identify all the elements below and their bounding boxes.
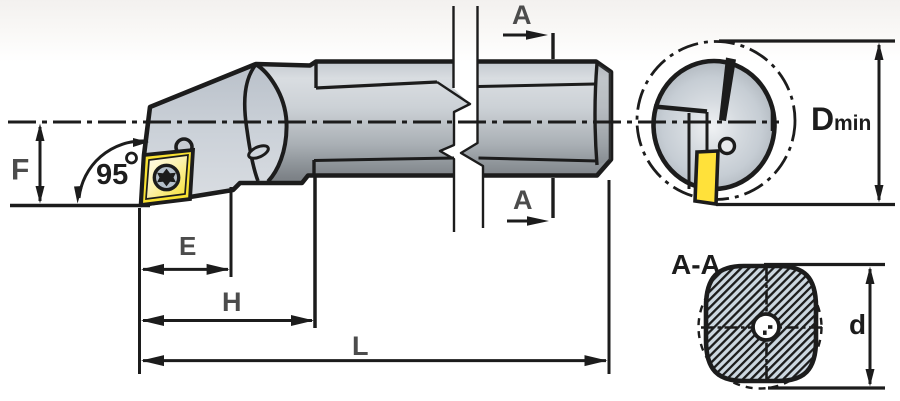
svg-text:A: A xyxy=(512,0,532,30)
svg-text:A: A xyxy=(513,185,533,215)
svg-text:E: E xyxy=(179,231,196,261)
svg-text:A-A: A-A xyxy=(671,249,721,280)
svg-text:95: 95 xyxy=(96,159,128,191)
svg-text:D: D xyxy=(811,101,834,137)
svg-text:H: H xyxy=(222,287,242,317)
svg-text:min: min xyxy=(834,112,871,135)
svg-text:F: F xyxy=(11,154,29,187)
svg-text:L: L xyxy=(352,331,369,361)
svg-text:d: d xyxy=(849,309,866,340)
